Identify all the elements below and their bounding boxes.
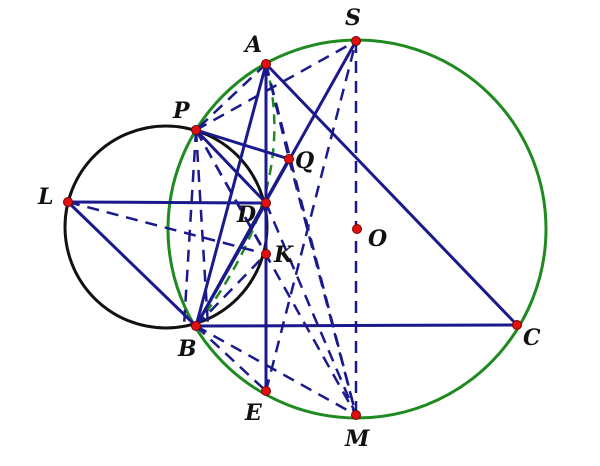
point-s [351, 36, 361, 46]
segment-b-q [194, 157, 291, 328]
dashed-e-s [264, 40, 358, 392]
dashed-b-e [195, 325, 267, 392]
segment-p-d [194, 128, 268, 205]
dashed-b-m [195, 324, 357, 417]
dashed-p-m [194, 129, 358, 416]
label-d: D [236, 202, 256, 228]
segment-a-b [194, 62, 268, 328]
segment-l-d [66, 200, 268, 205]
point-l [63, 197, 73, 207]
dashed-arc-ab [195, 63, 276, 327]
label-e: E [244, 400, 263, 426]
dashed-segments [67, 39, 358, 417]
segment-l-b [66, 200, 198, 328]
point-p [191, 125, 201, 135]
dashed-l-k [67, 200, 267, 256]
segment-p-q [194, 128, 291, 161]
label-c: C [523, 325, 541, 351]
point-m [351, 410, 361, 420]
point-labels: A S P Q L D O K B C E M [37, 5, 541, 452]
point-d [261, 198, 271, 208]
segment-a-c [264, 62, 519, 327]
dashed-d-m [264, 202, 358, 416]
point-e [261, 386, 271, 396]
dashed-p-b-2 [194, 129, 210, 327]
point-k [261, 249, 271, 259]
point-o [352, 224, 362, 234]
point-a [261, 59, 271, 69]
dashed-p-b-1 [182, 129, 198, 327]
points [63, 36, 522, 420]
point-c [512, 320, 522, 330]
dashed-b-k [195, 253, 267, 327]
label-l: L [37, 184, 53, 210]
dashed-a-p [195, 63, 267, 131]
label-m: M [344, 426, 370, 452]
label-a: A [243, 32, 262, 58]
label-p: P [172, 98, 191, 124]
dashed-q-m [287, 158, 358, 416]
label-o: O [368, 226, 387, 252]
point-b [191, 321, 201, 331]
dashed-p-s [195, 39, 357, 132]
label-s: S [345, 5, 361, 31]
point-q [284, 154, 294, 164]
label-b: B [177, 336, 197, 362]
label-k: K [273, 242, 294, 268]
label-q: Q [295, 148, 314, 174]
